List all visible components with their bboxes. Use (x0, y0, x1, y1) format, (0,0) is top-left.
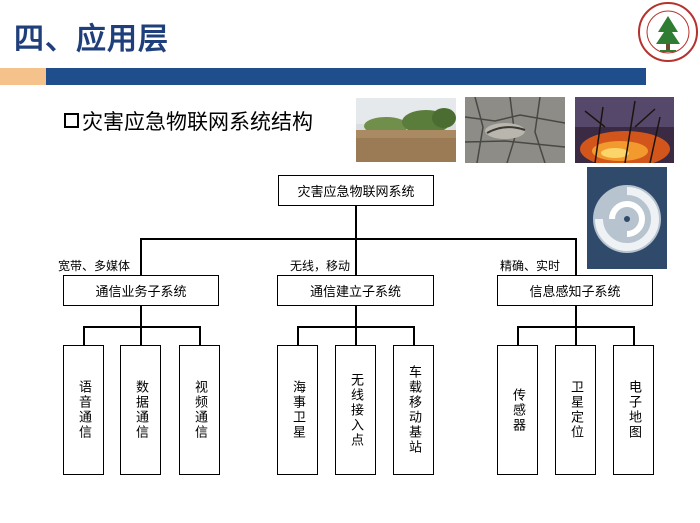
connector-line (199, 326, 201, 346)
connector-line (575, 326, 577, 346)
connector-line (355, 306, 357, 327)
subsystem-box-communication-service: 通信业务子系统 (63, 275, 219, 306)
leaf-box-wireless-access-point: 无线接入点 (335, 345, 376, 475)
header-bar (46, 68, 646, 85)
connector-line (575, 306, 577, 327)
connector-line (140, 306, 142, 327)
header-accent-bar (0, 68, 46, 85)
connector-line (517, 326, 519, 346)
leaf-box-data-communication: 数据通信 (120, 345, 161, 475)
connector-line (633, 326, 635, 346)
subsystem-box-communication-setup: 通信建立子系统 (277, 275, 434, 306)
subsystem-box-information-sensing: 信息感知子系统 (497, 275, 653, 306)
connector-line (83, 326, 200, 328)
connector-line (140, 238, 142, 275)
connector-line (355, 238, 357, 275)
university-logo (638, 2, 698, 62)
connector-line (413, 326, 415, 346)
connector-line (140, 238, 576, 240)
leaf-box-electronic-map: 电子地图 (613, 345, 654, 475)
wildfire-photo (575, 97, 674, 163)
connector-line (83, 326, 85, 346)
connector-line (355, 326, 357, 346)
page-title: 四、应用层 (14, 22, 169, 57)
edge-label-bandwidth: 宽带、多媒体 (58, 259, 131, 273)
leaf-box-video-communication: 视频通信 (179, 345, 220, 475)
leaf-box-voice-communication: 语音通信 (63, 345, 104, 475)
flood-photo (356, 98, 456, 162)
connector-line (355, 206, 357, 239)
leaf-box-maritime-satellite: 海事卫星 (277, 345, 318, 475)
edge-label-wireless: 无线，移动 (290, 259, 351, 273)
section-subtitle: 灾害应急物联网系统结构 (82, 110, 313, 134)
connector-line (297, 326, 299, 346)
connector-line (575, 238, 577, 275)
bullet-square-icon (64, 113, 79, 128)
connector-line (140, 326, 142, 346)
edge-label-realtime: 精确、实时 (500, 259, 561, 273)
drought-photo (465, 97, 565, 163)
root-system-box: 灾害应急物联网系统 (278, 175, 434, 206)
leaf-box-sensor: 传感器 (497, 345, 538, 475)
typhoon-satellite-photo (587, 167, 667, 269)
leaf-box-vehicle-base-station: 车载移动基站 (393, 345, 434, 475)
leaf-box-satellite-positioning: 卫星定位 (555, 345, 596, 475)
